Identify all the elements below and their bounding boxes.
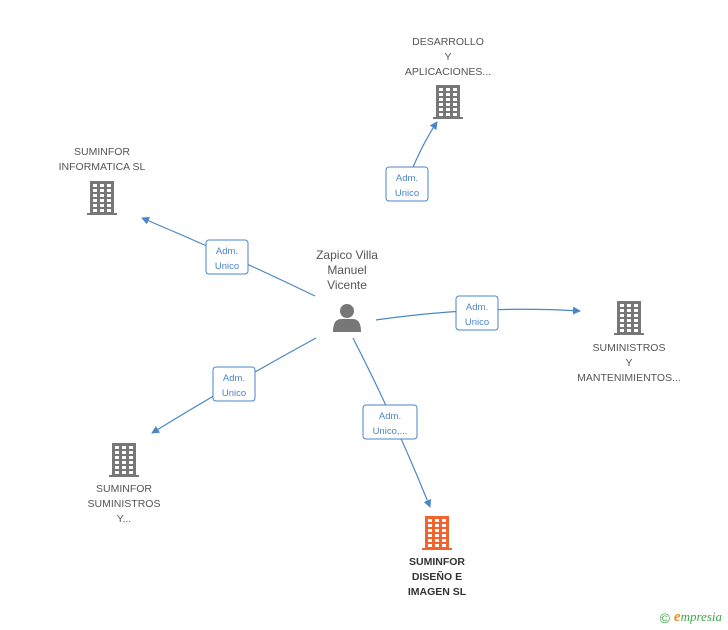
edge-label-text-line: Unico	[222, 388, 246, 399]
person-name-label-line: Manuel	[327, 263, 366, 277]
edge-label-suministros-mantenimientos[interactable]: Adm. Unico	[455, 295, 499, 331]
edge-label-box	[455, 295, 499, 331]
nodes-layer: DESARROLLO Y APLICACIONES... SUMINFOR INFORM…	[59, 36, 681, 598]
edge-label-text: Adm. Unico	[222, 373, 246, 399]
edge-label-text-line: Unico	[215, 261, 239, 272]
edge-label-text: Adm. Unico	[395, 173, 419, 199]
edge-label-text-line: Adm.	[396, 173, 418, 184]
company-suminfor-informatica-label-line: INFORMATICA SL	[59, 161, 146, 173]
person-icon[interactable]	[333, 304, 361, 332]
company-suminfor-informatica-label-line: SUMINFOR	[74, 146, 130, 158]
company-desarrollo-label-line: DESARROLLO	[412, 36, 484, 48]
edge-label-suminfor-informatica[interactable]: Adm. Unico	[205, 239, 249, 275]
edge-label-text: Adm. Unico	[465, 302, 489, 328]
company-desarrollo-label-line: Y	[444, 51, 451, 63]
company-suminfor-suministros-building-icon[interactable]	[109, 443, 139, 477]
company-suministros-mantenimientos-label-line: MANTENIMIENTOS...	[577, 372, 681, 384]
footer-brand: © empresia	[660, 609, 722, 626]
edge-label-box	[362, 404, 418, 440]
edge-label-text: Adm. Unico	[215, 246, 239, 272]
edge-label-desarrollo[interactable]: Adm. Unico	[385, 166, 429, 202]
brand-logo: empresia	[674, 609, 722, 626]
company-suministros-mantenimientos-label[interactable]: SUMINISTROS Y MANTENIMIENTOS...	[577, 342, 681, 384]
edge-label-suminfor-suministros[interactable]: Adm. Unico	[212, 366, 256, 402]
company-suminfor-informatica-building-icon[interactable]	[87, 181, 117, 215]
company-suministros-mantenimientos-building-icon[interactable]	[614, 301, 644, 335]
edge-label-text-line: Adm.	[466, 302, 488, 313]
edges-layer: Adm.UnicoAdm.UnicoAdm.UnicoAdm.UnicoAdm.…	[141, 121, 581, 508]
person-name-label-line: Vicente	[327, 278, 367, 292]
edge-label-text-line: Adm.	[223, 373, 245, 384]
edge-label-box	[205, 239, 249, 275]
edge-label-text-line: Adm.	[379, 411, 401, 422]
company-suminfor-diseno-building-icon[interactable]	[422, 516, 452, 550]
company-desarrollo-building-icon[interactable]	[433, 85, 463, 119]
edge-label-box	[385, 166, 429, 202]
copyright-symbol: ©	[659, 609, 670, 626]
edge-label-suminfor-diseno[interactable]: Adm. Unico,...	[362, 404, 418, 440]
brand-rest: mpresia	[680, 609, 722, 624]
company-desarrollo-label[interactable]: DESARROLLO Y APLICACIONES...	[405, 36, 491, 78]
company-desarrollo-label-line: APLICACIONES...	[405, 66, 491, 78]
company-suministros-mantenimientos-label-line: SUMINISTROS	[593, 342, 666, 354]
edge-label-text-line: Unico,...	[373, 426, 408, 437]
edge-label-text: Adm. Unico,...	[373, 411, 408, 437]
company-suminfor-suministros-label-line: SUMINISTROS	[88, 498, 161, 510]
company-suminfor-informatica-label[interactable]: SUMINFOR INFORMATICA SL	[59, 146, 146, 173]
company-suminfor-diseno-label-line: DISEÑO E	[412, 570, 462, 583]
edge-label-text-line: Unico	[395, 188, 419, 199]
person-name-label-line: Zapico Villa	[316, 248, 378, 262]
edge-label-box	[212, 366, 256, 402]
edge-label-text-line: Adm.	[216, 246, 238, 257]
company-suminfor-diseno-label[interactable]: SUMINFOR DISEÑO E IMAGEN SL	[408, 556, 467, 598]
edge-label-text-line: Unico	[465, 317, 489, 328]
company-suminfor-suministros-label-line: Y...	[117, 513, 131, 525]
brand-initial: e	[673, 609, 681, 625]
company-suminfor-suministros-label-line: SUMINFOR	[96, 483, 152, 495]
company-suministros-mantenimientos-label-line: Y	[625, 357, 632, 369]
company-suminfor-diseno-label-line: IMAGEN SL	[408, 586, 467, 598]
company-suminfor-diseno-label-line: SUMINFOR	[409, 556, 465, 568]
company-suminfor-suministros-label[interactable]: SUMINFOR SUMINISTROS Y...	[88, 483, 161, 525]
